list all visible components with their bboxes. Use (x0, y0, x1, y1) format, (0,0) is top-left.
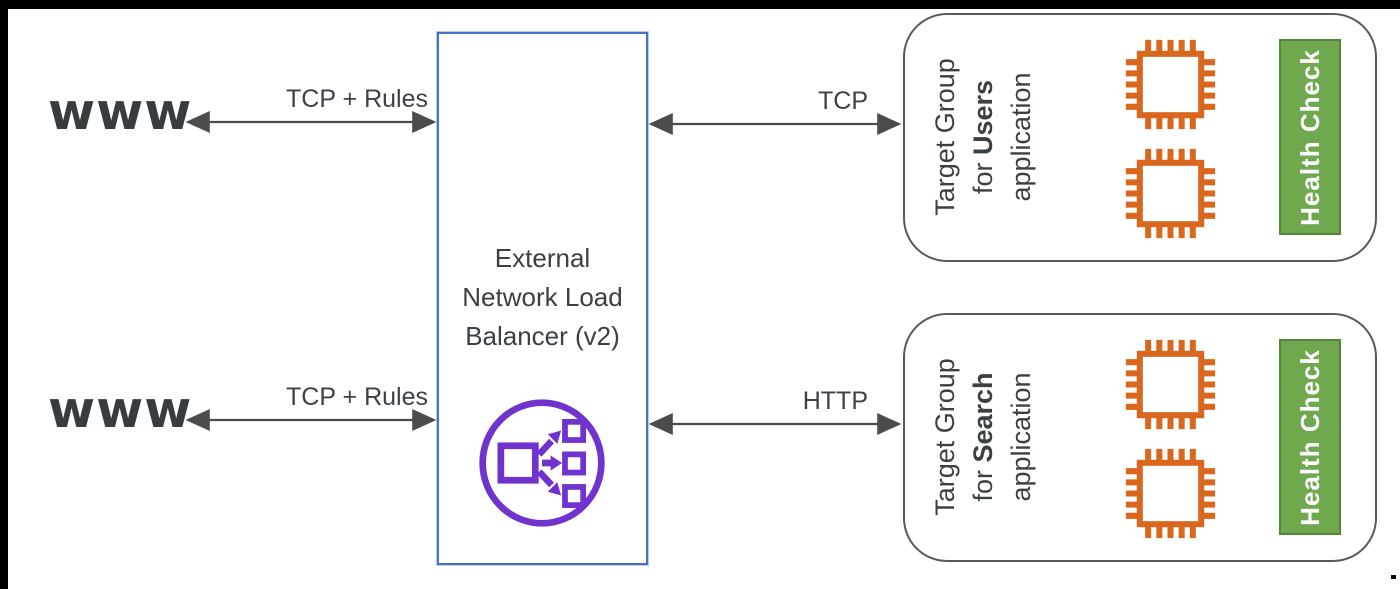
edge-label-tcp-rules-top: TCP + Rules (286, 85, 428, 113)
cpu-chip-icon (1125, 39, 1216, 130)
target-group-users-label: Target Group for Users application (926, 12, 1040, 262)
edge-label-tcp: TCP (818, 87, 868, 115)
target-group-users-line1: Target Group (930, 58, 960, 216)
target-group-search-line1: Target Group (930, 358, 960, 516)
www-client-top: www (48, 83, 193, 142)
cpu-chip-icon (1125, 448, 1216, 539)
target-group-search-line2: for Search (968, 372, 998, 502)
cpu-chip-icon (1125, 148, 1216, 239)
cpu-chip-icon (1125, 339, 1216, 430)
load-balancer-title-line2: Network Load (462, 282, 623, 312)
elastic-load-balancer-icon (479, 399, 605, 527)
cursor-artifact-dot (1391, 575, 1396, 579)
load-balancer-title: External Network Load Balancer (v2) (439, 239, 646, 356)
diagram-canvas: www www TCP + Rules TCP + Rules TCP HTTP… (8, 9, 1400, 589)
target-group-search: Target Group for Search application (903, 313, 1377, 562)
load-balancer-title-line1: External (494, 243, 591, 273)
health-check-label: Health Check (1294, 348, 1325, 526)
www-client-bottom: www (48, 381, 193, 440)
target-group-users-line2: for Users (968, 79, 998, 195)
load-balancer-node: External Network Load Balancer (v2) (437, 32, 648, 565)
edge-label-http: HTTP (802, 387, 868, 415)
load-balancer-title-line3: Balancer (v2) (465, 321, 620, 351)
health-check-badge-search: Health Check (1279, 339, 1341, 535)
edge-label-tcp-rules-bottom: TCP + Rules (286, 383, 428, 411)
target-group-users-line3: application (1006, 72, 1036, 202)
target-group-users: Target Group for Users application (903, 13, 1377, 262)
target-group-search-label: Target Group for Search application (926, 312, 1040, 562)
health-check-badge-users: Health Check (1279, 39, 1341, 235)
health-check-label: Health Check (1294, 48, 1325, 226)
target-group-search-line3: application (1006, 372, 1036, 502)
